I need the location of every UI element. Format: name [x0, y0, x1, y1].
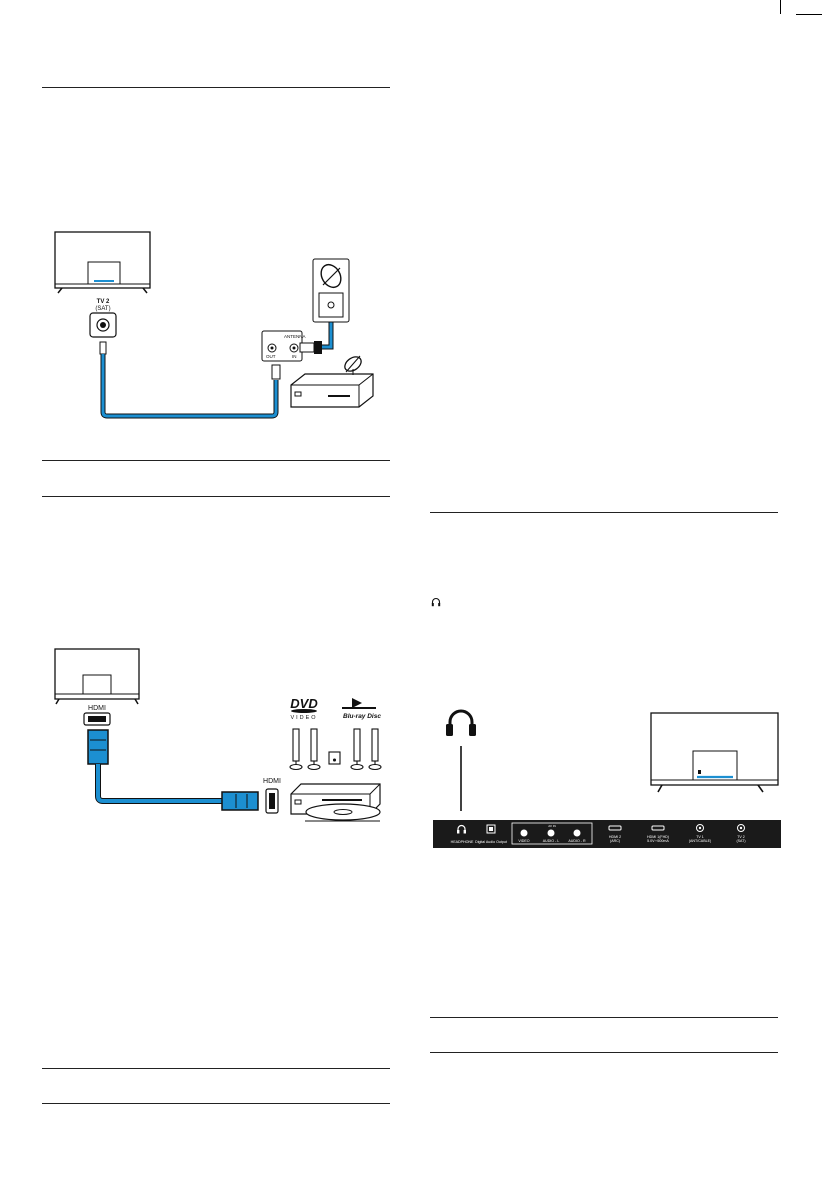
antenna-label: ANTENNA	[284, 334, 306, 339]
crop-mark-horizontal	[796, 14, 822, 15]
headphone-inline-icon	[431, 597, 441, 607]
port-label-digital-audio: Digital Audio Output	[475, 840, 507, 844]
section-rule	[42, 460, 390, 461]
section-rule	[430, 1017, 778, 1018]
hdmi-label-tv: HDMI	[88, 705, 106, 712]
section-rule	[42, 496, 390, 497]
port-label-av-in: AV IN	[548, 824, 556, 828]
svg-text:VIDEO: VIDEO	[290, 715, 317, 721]
section-rule	[430, 1052, 778, 1053]
headphone-icon	[446, 709, 476, 736]
in-label: IN	[292, 354, 297, 359]
port-label-headphone: HEADPHONE	[451, 840, 474, 844]
bluray-disc-logo: Blu-ray Disc	[342, 698, 381, 720]
surround-speakers	[289, 728, 382, 771]
section-rule	[42, 87, 390, 88]
port-label-tv2: TV 2(SAT)	[736, 835, 745, 843]
port-label-video: VIDEO	[518, 839, 529, 843]
section-rule	[42, 1068, 390, 1069]
port-label-audio-r: AUDIO - R	[568, 839, 586, 843]
svg-text:DVD: DVD	[290, 696, 318, 711]
section-rule	[430, 512, 778, 513]
tv2-label-line2: (SAT)	[95, 306, 110, 312]
port-label-tv1: TV 1(ANT/CABLE)	[689, 835, 711, 843]
satellite-receiver-box	[290, 355, 374, 408]
tv2-label-line1: TV 2	[97, 299, 110, 305]
section-rule	[42, 1103, 390, 1104]
out-label: OUT	[266, 354, 276, 359]
port-label-hdmi1: HDMI 1(FHD)5.0V⎓500mA	[647, 835, 669, 843]
crop-mark-vertical	[780, 0, 781, 14]
hdmi-plug-device	[221, 791, 259, 811]
tv-illustration	[54, 648, 140, 705]
port-label-audio-l: AUDIO - L	[543, 839, 560, 843]
dvd-player	[290, 783, 381, 822]
dvd-video-logo: DVD VIDEO	[290, 696, 318, 721]
tv-illustration	[650, 712, 779, 793]
hdmi-label-device: HDMI	[263, 778, 281, 785]
svg-text:Blu-ray Disc: Blu-ray Disc	[343, 713, 381, 720]
satellite-dish-wall-plate	[312, 258, 350, 323]
port-label-hdmi2: HDMI 2(ARC)	[609, 835, 621, 843]
tv-illustration	[54, 231, 151, 294]
